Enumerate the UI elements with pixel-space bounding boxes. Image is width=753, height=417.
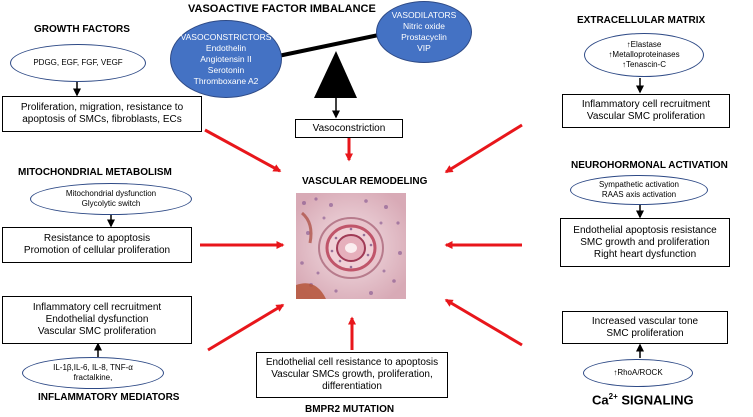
red-arrow-calcium xyxy=(444,298,523,347)
red-arrow-growth xyxy=(204,128,282,173)
calcium-header: Ca2+ SIGNALING xyxy=(592,392,694,407)
vasodilators-oval: VASODILATORS Nitric oxide Prostacyclin V… xyxy=(376,1,472,63)
mitochondrial-box: Resistance to apoptosis Promotion of cel… xyxy=(2,227,192,263)
neurohormonal-line: Right heart dysfunction xyxy=(593,248,697,260)
inflammatory-box: Inflammatory cell recruitment Endothelia… xyxy=(2,296,192,344)
growth-factors-header: GROWTH FACTORS xyxy=(34,24,130,35)
vasoconstriction-label: Vasoconstriction xyxy=(312,122,386,134)
inflammatory-oval-line: fractalkine, xyxy=(73,373,113,382)
calcium-header-rest: SIGNALING xyxy=(617,392,694,408)
calcium-oval: ↑RhoA/ROCK xyxy=(583,359,693,387)
vasodilator-item: VIP xyxy=(417,43,431,53)
histology-image xyxy=(296,193,406,299)
neurohormonal-line: Endothelial apoptosis resistance xyxy=(573,224,717,236)
neurohormonal-oval-line: Sympathetic activation xyxy=(598,180,680,189)
vasoconstrictor-item: Angiotensin II xyxy=(200,53,252,64)
bmpr2-box: Endothelial cell resistance to apoptosis… xyxy=(256,352,448,398)
growth-factors-box: Proliferation, migration, resistance to … xyxy=(2,96,202,132)
calcium-header-ca: Ca xyxy=(592,392,609,408)
vasoconstrictor-item: Thromboxane A2 xyxy=(193,75,259,86)
vasoconstriction-box: Vasoconstriction xyxy=(295,119,403,138)
vasoconstrictor-item: Endothelin xyxy=(205,42,247,53)
vascular-remodeling-title: VASCULAR REMODELING xyxy=(302,176,428,187)
vasoconstrictors-title: VASOCONSTRICTORS xyxy=(180,31,272,42)
bmpr2-line: Endothelial cell resistance to apoptosis xyxy=(265,357,439,368)
calcium-line: SMC proliferation xyxy=(606,327,684,339)
extracellular-line: Inflammatory cell recruitment xyxy=(581,99,711,110)
bmpr2-header: BMPR2 MUTATION xyxy=(305,404,395,415)
bmpr2-line: differentiation xyxy=(322,381,382,392)
vasodilator-item: Nitric oxide xyxy=(402,21,446,31)
mitochondrial-oval: Mitochondrial dysfunction Glycolytic swi… xyxy=(30,183,192,215)
inflammatory-line: Vascular SMC proliferation xyxy=(37,326,157,337)
inflammatory-line: Endothelial dysfunction xyxy=(45,314,149,325)
vasoconstrictors-oval: VASOCONSTRICTORS Endothelin Angiotensin … xyxy=(170,20,282,98)
mitochondrial-header: MITOCHONDRIAL METABOLISM xyxy=(18,167,172,178)
inflammatory-oval: IL-1β,IL-6, IL-8, TNF-α fractalkine, xyxy=(22,357,164,389)
inflammatory-oval-line: IL-1β,IL-6, IL-8, TNF-α xyxy=(53,363,133,372)
mitochondrial-line: Resistance to apoptosis xyxy=(43,233,151,244)
scale-fulcrum xyxy=(314,51,357,98)
growth-factors-line: Proliferation, migration, resistance to xyxy=(20,102,184,113)
inflammatory-header: INFLAMMATORY MEDIATORS xyxy=(38,392,180,403)
inflammatory-line: Inflammatory cell recruitment xyxy=(32,302,162,313)
neurohormonal-line: SMC growth and proliferation xyxy=(580,236,710,248)
red-arrow-extracellular xyxy=(444,123,523,174)
mitochondrial-line: Promotion of cellular proliferation xyxy=(23,245,171,256)
calcium-oval-text: ↑RhoA/ROCK xyxy=(613,368,663,377)
neurohormonal-header: NEUROHORMONAL ACTIVATION xyxy=(571,160,728,171)
growth-factors-oval: PDGG, EGF, FGF, VEGF xyxy=(10,44,146,82)
neurohormonal-oval-line: RAAS axis activation xyxy=(601,190,677,199)
bmpr2-line: Vascular SMCs growth, proliferation, xyxy=(271,369,433,380)
extracellular-line: Vascular SMC proliferation xyxy=(586,111,706,122)
mitochondrial-oval-line: Mitochondrial dysfunction xyxy=(65,189,157,198)
extracellular-oval-line: ↑Tenascin-C xyxy=(621,60,666,69)
calcium-header-sup: 2+ xyxy=(608,392,618,401)
red-arrow-inflammatory xyxy=(207,303,285,352)
growth-factors-oval-text: PDGG, EGF, FGF, VEGF xyxy=(33,58,123,67)
extracellular-oval-line: ↑Elastase xyxy=(626,40,662,49)
vasodilator-item: Prostacyclin xyxy=(401,32,447,42)
calcium-box: Increased vascular tone SMC proliferatio… xyxy=(562,311,728,344)
growth-factors-line: apoptosis of SMCs, fibroblasts, ECs xyxy=(22,114,182,125)
neurohormonal-oval: Sympathetic activation RAAS axis activat… xyxy=(570,175,708,205)
diagram-title: VASOACTIVE FACTOR IMBALANCE xyxy=(188,3,376,15)
calcium-line: Increased vascular tone xyxy=(591,315,699,327)
extracellular-box: Inflammatory cell recruitment Vascular S… xyxy=(562,94,730,128)
extracellular-oval: ↑Elastase ↑Metalloproteinases ↑Tenascin-… xyxy=(584,33,704,77)
mitochondrial-oval-line: Glycolytic switch xyxy=(81,199,141,208)
extracellular-header: EXTRACELLULAR MATRIX xyxy=(577,15,706,26)
extracellular-oval-line: ↑Metalloproteinases xyxy=(608,50,680,59)
neurohormonal-box: Endothelial apoptosis resistance SMC gro… xyxy=(560,218,730,267)
vasoconstrictor-item: Serotonin xyxy=(207,64,245,75)
vasodilators-title: VASODILATORS xyxy=(391,10,457,20)
